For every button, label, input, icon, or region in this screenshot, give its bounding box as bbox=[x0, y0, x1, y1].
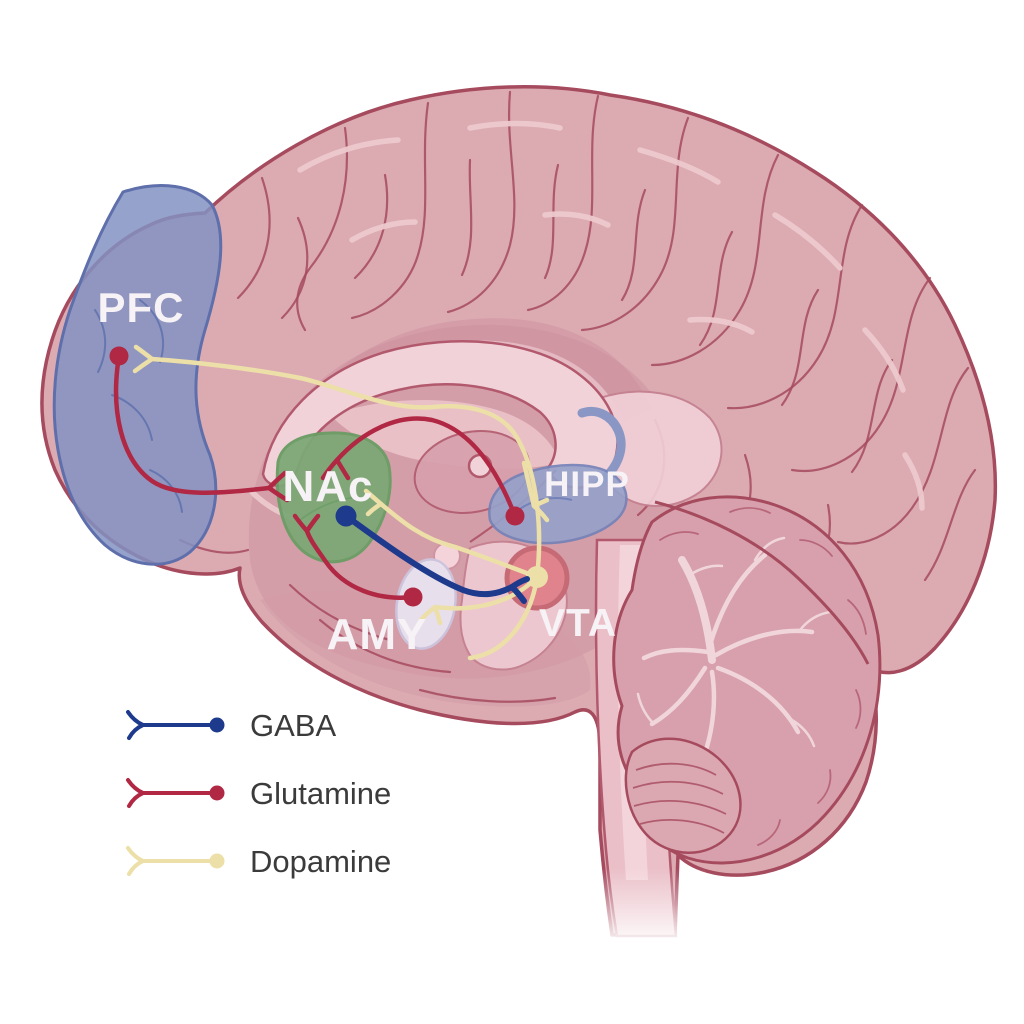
label-vta: VTA bbox=[539, 602, 617, 645]
legend-dot-dopamine bbox=[209, 853, 225, 869]
label-pfc: PFC bbox=[98, 284, 185, 331]
region-pfc bbox=[52, 184, 223, 566]
medulla-fade bbox=[575, 868, 705, 948]
pathway-glutamine bbox=[109, 346, 525, 607]
legend: GABA Glutamine Dopamine bbox=[126, 708, 391, 879]
glutamine-soma-hipp bbox=[505, 506, 525, 526]
temporal-cerebellum-boundary bbox=[654, 500, 870, 665]
legend-dot-glutamine bbox=[209, 785, 225, 801]
glutamine-soma-amy bbox=[403, 587, 423, 607]
arbor-vitae bbox=[636, 536, 832, 802]
region-labels: PFC NAc HIPP AMY VTA bbox=[98, 284, 630, 659]
legend-label-dopamine: Dopamine bbox=[250, 844, 391, 879]
pathway-gaba bbox=[335, 505, 530, 604]
pons bbox=[624, 737, 742, 854]
pathway-dopamine bbox=[132, 344, 550, 661]
dopamine-soma-vta bbox=[526, 566, 548, 588]
legend-item-glutamine: Glutamine bbox=[126, 776, 391, 811]
hipp-body bbox=[488, 463, 628, 545]
region-hipp bbox=[488, 406, 628, 545]
legend-item-gaba: GABA bbox=[126, 708, 336, 743]
label-nac: NAc bbox=[282, 462, 373, 511]
label-hipp: HIPP bbox=[544, 465, 630, 504]
hipp-tail bbox=[577, 406, 626, 487]
cortex-gyri bbox=[178, 90, 977, 703]
label-amy: AMY bbox=[327, 610, 428, 659]
legend-label-gaba: GABA bbox=[250, 708, 336, 743]
legend-item-dopamine: Dopamine bbox=[126, 844, 391, 879]
gaba-soma-nac bbox=[335, 505, 357, 527]
legend-dot-gaba bbox=[209, 717, 225, 733]
glutamine-soma-pfc bbox=[109, 346, 129, 366]
legend-label-glutamine: Glutamine bbox=[250, 776, 391, 811]
